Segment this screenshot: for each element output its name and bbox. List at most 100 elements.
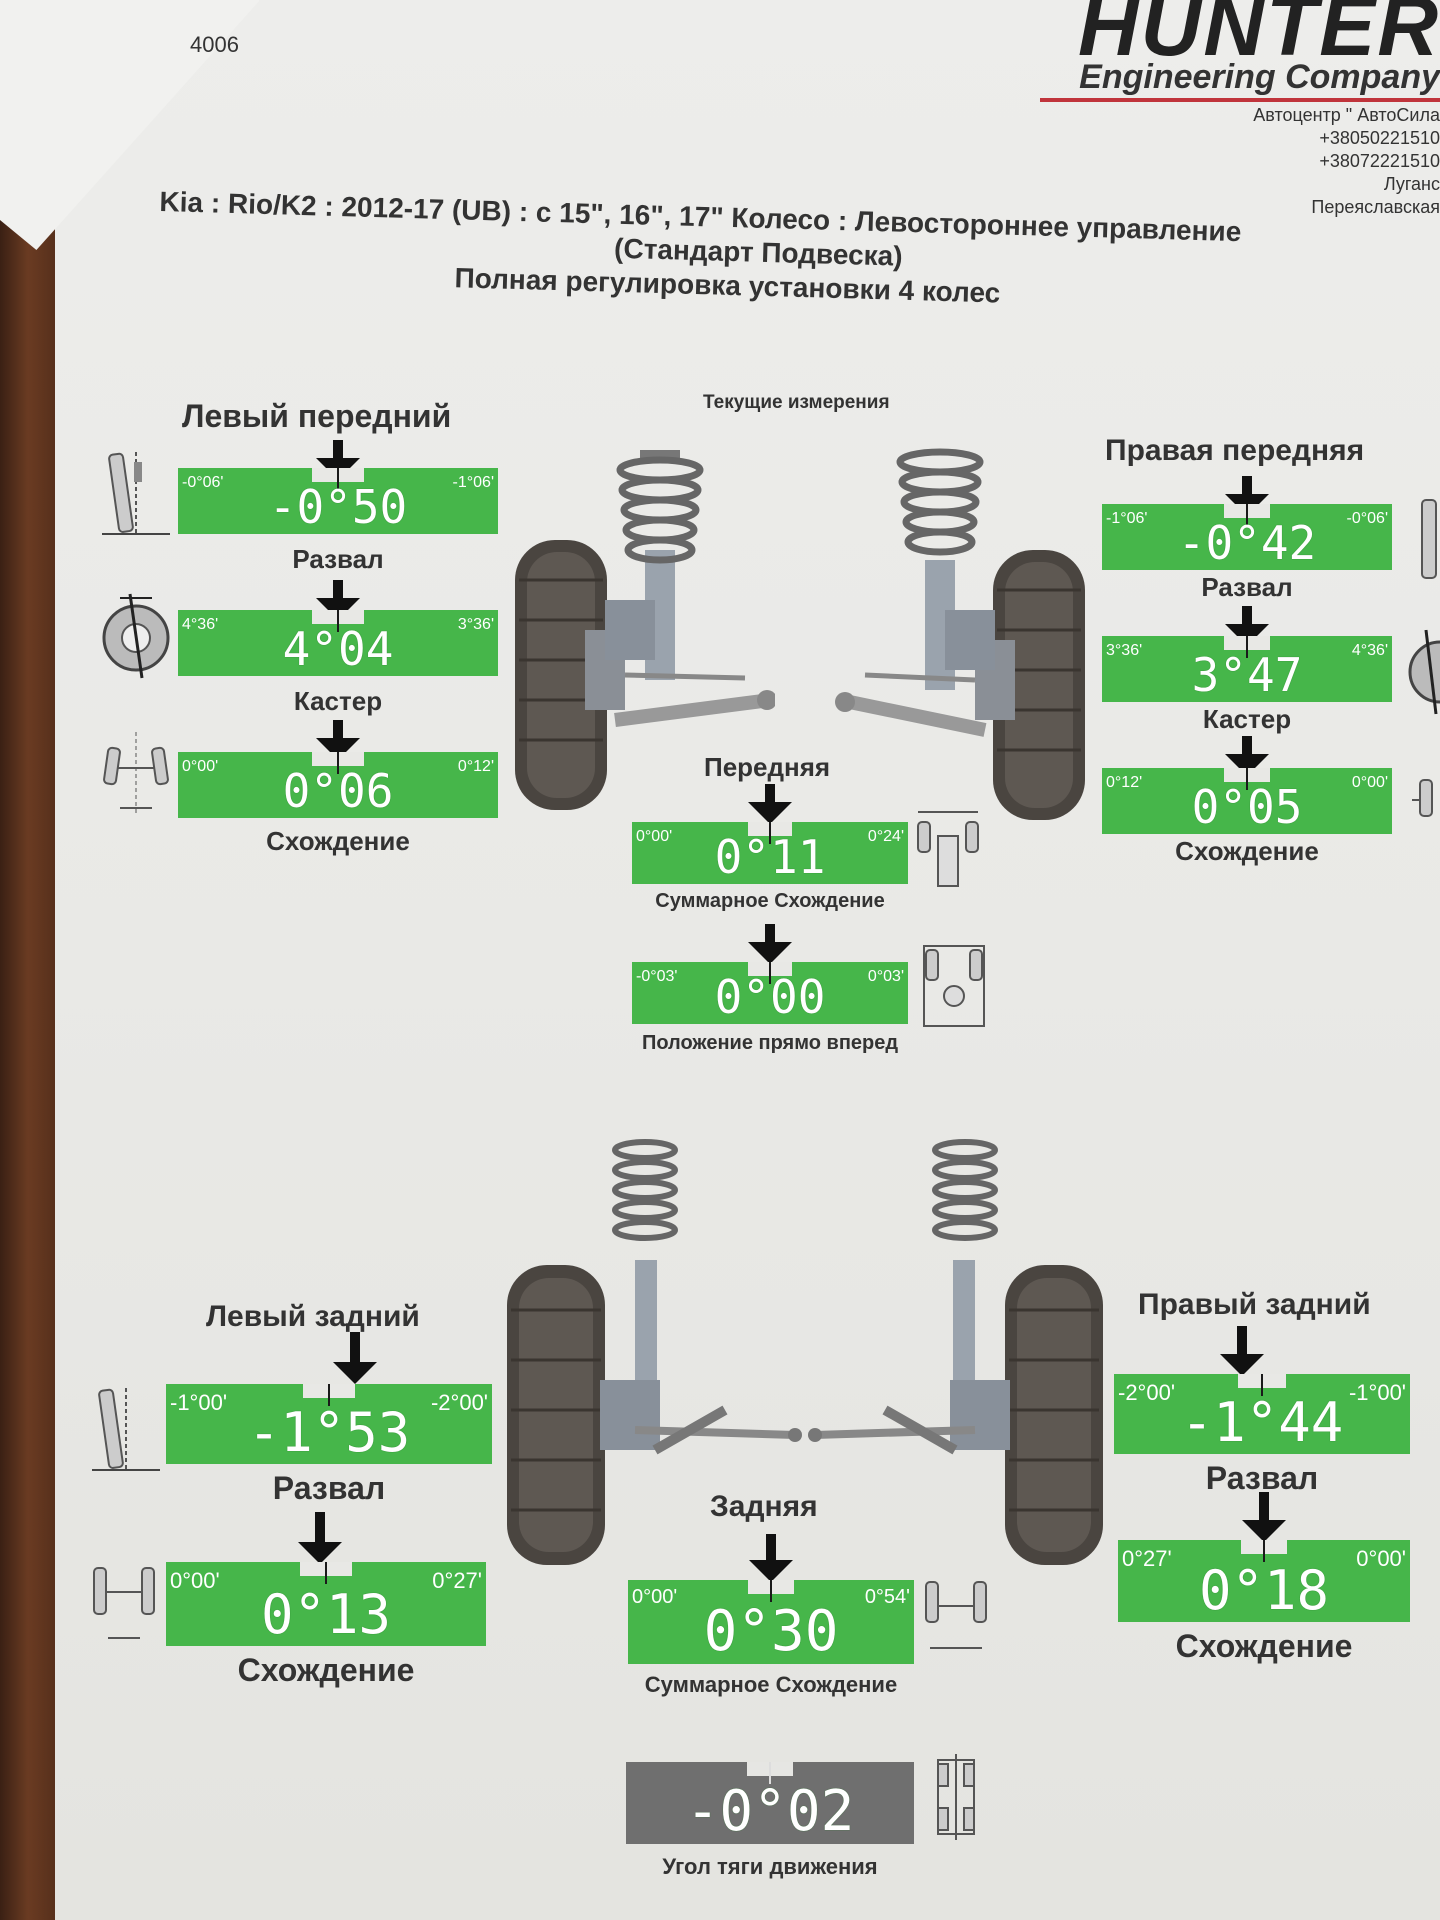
- toe-value: 0°18: [1198, 1559, 1330, 1622]
- front-left-toe-gauge: 0°00' 0°12' 0°06: [178, 752, 498, 818]
- rear-total-toe-gauge: 0°00' 0°54' 0°30: [628, 1580, 914, 1664]
- caster-icon: [102, 593, 170, 679]
- straight-ahead-max: 0°03': [867, 968, 904, 985]
- total-toe-max: 0°24': [867, 828, 904, 845]
- rear-right-heading: Правый задний: [1138, 1288, 1371, 1321]
- total-toe-min: 0°00': [632, 1586, 678, 1608]
- rear-left-toe-gauge: 0°00' 0°27' 0°13: [166, 1562, 486, 1646]
- logo-underline: [1040, 98, 1440, 102]
- total-toe-label: Суммарное Схождение: [644, 1672, 898, 1697]
- straight-ahead-position: -0°03' 0°03' 0°00 Положение прямо вперед: [632, 924, 908, 1054]
- caster-value: 4°04: [282, 622, 394, 676]
- total-toe-label: Суммарное Схождение: [655, 890, 885, 912]
- steering-straight-icon: [923, 945, 985, 1027]
- total-toe-max: 0°54': [864, 1586, 910, 1608]
- camber-label: Развал: [292, 544, 384, 574]
- caster-max: 3°36': [457, 616, 494, 633]
- caster-value: 3°47: [1191, 648, 1303, 702]
- target-arrow-icon: [748, 924, 792, 964]
- target-arrow-icon: [748, 784, 792, 824]
- front-left-caster-gauge: 4°36' 3°36' 4°04: [178, 610, 498, 676]
- rear-right-toe: 0°27' 0°00' 0°18 Схождение: [1118, 1492, 1410, 1664]
- dealer-street: Переяславская: [1311, 197, 1440, 217]
- toe-label: Схождение: [1175, 1628, 1353, 1664]
- caster-label: Кастер: [1202, 704, 1292, 734]
- toe-icon-right: [1412, 779, 1433, 817]
- front-right-camber: -1°06' -0°06' -0°42 Развал: [1102, 476, 1392, 602]
- front-right-camber-gauge: -1°06' -0°06' -0°42: [1102, 504, 1392, 570]
- camber-max: -1°06': [452, 474, 494, 491]
- sheet-corner-number: 4006: [190, 32, 239, 57]
- toe-value: 0°13: [260, 1583, 392, 1646]
- caster-max: 4°36': [1351, 642, 1388, 659]
- total-toe-min: 0°00': [636, 828, 673, 845]
- logo-subtitle: Engineering Company: [1079, 58, 1440, 96]
- front-right-toe: 0°12' 0°00' 0°05 Схождение: [1102, 736, 1392, 866]
- front-left-toe: 0°00' 0°12' 0°06 Схождение: [178, 720, 498, 856]
- logo-wordmark: HUNTER: [1078, 0, 1440, 73]
- toe-min: 0°00': [170, 1568, 220, 1593]
- toe-value: 0°05: [1191, 780, 1303, 834]
- dealer-name: Автоцентр " АвтоСила: [1253, 105, 1440, 125]
- dealer-phone-1: +38050221510: [1319, 128, 1440, 148]
- rear-axle-heading: Задняя: [710, 1490, 818, 1523]
- toe-max: 0°00': [1356, 1546, 1406, 1571]
- thrust-angle-icon: [937, 1754, 975, 1840]
- front-right-strut-illustration: [835, 448, 1085, 820]
- rear-total-toe-icon: [925, 1581, 987, 1649]
- front-left-camber: -0°06' -1°06' -0°50 Развал: [178, 440, 498, 574]
- target-arrow-icon: [333, 1332, 377, 1384]
- thrust-angle: -0°02 Угол тяги движения: [626, 1762, 914, 1879]
- target-arrow-icon: [749, 1534, 793, 1582]
- rear-camber-icon: [92, 1388, 160, 1471]
- total-toe-value: 0°11: [714, 830, 826, 884]
- caster-icon-right: [1408, 629, 1440, 715]
- rear-left-camber-gauge: -1°00' -2°00' -1°53: [166, 1384, 492, 1464]
- front-left-caster: 4°36' 3°36' 4°04 Кастер: [178, 580, 498, 716]
- target-arrow-icon: [1220, 1326, 1264, 1376]
- straight-ahead-gauge: -0°03' 0°03' 0°00: [632, 962, 908, 1024]
- straight-ahead-min: -0°03': [636, 968, 678, 985]
- rear-left-heading: Левый задний: [206, 1300, 420, 1333]
- front-right-toe-gauge: 0°12' 0°00' 0°05: [1102, 768, 1392, 834]
- rear-left-toe: 0°00' 0°27' 0°13 Схождение: [166, 1512, 486, 1688]
- caster-label: Кастер: [293, 686, 383, 716]
- camber-max: -0°06': [1346, 510, 1388, 527]
- camber-min: -0°06': [182, 474, 224, 491]
- front-total-toe-gauge: 0°00' 0°24' 0°11: [632, 822, 908, 884]
- total-toe-icon: [917, 811, 979, 887]
- toe-label: Схождение: [237, 1652, 415, 1688]
- toe-min: 0°00': [182, 758, 219, 775]
- toe-value: 0°06: [282, 764, 394, 818]
- rear-right-camber: -2°00' -1°00' -1°44 Развал: [1114, 1326, 1410, 1496]
- front-total-toe: 0°00' 0°24' 0°11 Суммарное Схождение: [632, 784, 908, 912]
- camber-max: -2°00': [430, 1390, 488, 1415]
- toe-min: 0°12': [1106, 774, 1143, 791]
- straight-ahead-label: Положение прямо вперед: [641, 1032, 899, 1054]
- camber-icon-right: [1421, 499, 1437, 579]
- dealer-phone-2: +38072221510: [1319, 151, 1440, 171]
- camber-label: Развал: [272, 1470, 386, 1506]
- front-right-caster-gauge: 3°36' 4°36' 3°47: [1102, 636, 1392, 702]
- camber-value: -0°50: [268, 480, 408, 534]
- camber-min: -1°06': [1106, 510, 1148, 527]
- toe-label: Схождение: [266, 826, 410, 856]
- caster-min: 3°36': [1106, 642, 1143, 659]
- camber-min: -1°00': [170, 1390, 228, 1415]
- camber-icon: [102, 452, 170, 535]
- camber-value: -0°42: [1177, 516, 1317, 570]
- total-toe-value: 0°30: [703, 1599, 839, 1664]
- toe-max: 0°27': [432, 1568, 482, 1593]
- camber-min: -2°00': [1118, 1380, 1176, 1405]
- camber-max: -1°00': [1348, 1380, 1406, 1405]
- thrust-angle-label: Угол тяги движения: [662, 1854, 878, 1879]
- front-right-heading: Правая передняя: [1105, 434, 1365, 467]
- front-left-heading: Левый передний: [182, 398, 452, 434]
- caster-min: 4°36': [182, 616, 219, 633]
- front-axle-heading: Передняя: [704, 752, 831, 782]
- rear-left-camber: -1°00' -2°00' -1°53 Развал: [166, 1332, 492, 1506]
- rear-right-toe-gauge: 0°27' 0°00' 0°18: [1118, 1540, 1410, 1622]
- target-arrow-icon: [1242, 1492, 1286, 1542]
- front-left-strut-illustration: [515, 450, 775, 810]
- toe-min: 0°27': [1122, 1546, 1172, 1571]
